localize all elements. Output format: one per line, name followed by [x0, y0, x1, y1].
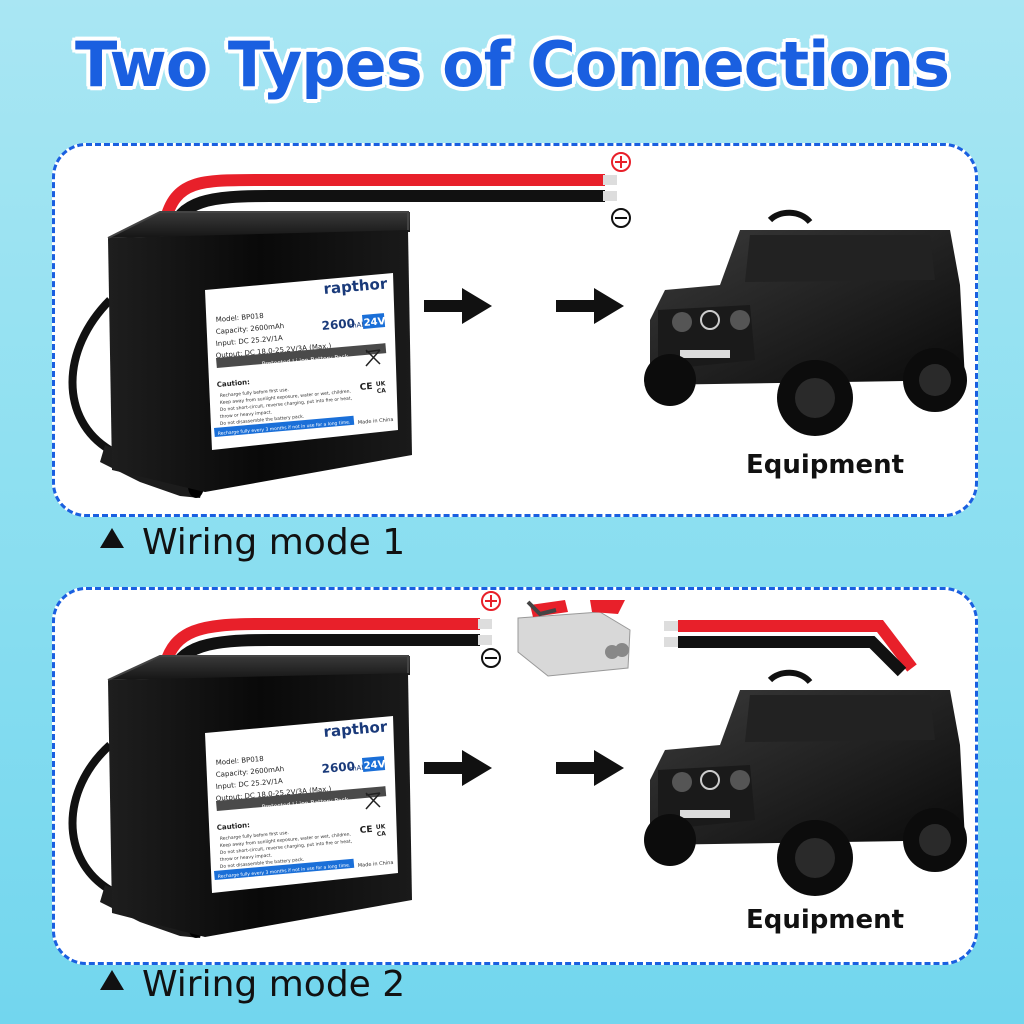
wiring-mode-2-illustration: rapthor Model: BP018 Capacity: 2600mAh I…: [68, 591, 967, 938]
voltage-text: 24V: [363, 316, 386, 329]
caution-title: Caution:: [216, 378, 250, 389]
brand-text: rapthor: [323, 717, 389, 741]
battery-label-1: rapthor Model: BP018 Capacity: 2600mAh I…: [205, 273, 398, 450]
negative-terminal-icon: [481, 648, 501, 668]
positive-terminal-icon: [481, 591, 501, 611]
arrow-icon: [424, 750, 492, 786]
voltage-badge: [362, 756, 386, 772]
ukca-mark: CA: [377, 387, 387, 395]
ce-mark: CE: [359, 382, 373, 393]
weee-bin-icon: [365, 792, 381, 810]
mah-value: 2600: [321, 759, 355, 776]
wiring-mode-1-caption: Wiring mode 1: [100, 522, 405, 563]
caution-title: Caution:: [216, 821, 250, 832]
ce-mark: CE: [359, 825, 373, 836]
brand-text: rapthor: [323, 274, 389, 298]
made-in-text: Made in China: [358, 860, 394, 869]
ukca-mark: UK: [376, 823, 386, 831]
arrow-icon: [556, 750, 624, 786]
wire-connector-icon: [517, 600, 631, 677]
wiring-mode-2-caption: Wiring mode 2: [100, 964, 405, 1005]
wiring-mode-1-illustration: rapthor Model: BP018 Capacity: 2600mAh I…: [68, 152, 967, 498]
caution-line: throw or heavy impact.: [220, 852, 273, 863]
equipment-label: Equipment: [746, 450, 905, 480]
caution-line: throw or heavy impact.: [220, 409, 273, 420]
voltage-badge: [362, 313, 386, 329]
equipment-label: Equipment: [746, 905, 905, 935]
weee-bin-icon: [365, 349, 381, 367]
ride-on-car-icon: [644, 209, 967, 436]
ukca-mark: CA: [377, 830, 387, 838]
ride-on-car-icon: [644, 669, 967, 896]
mah-unit: mAh: [349, 321, 366, 330]
triangle-up-icon: [100, 528, 124, 548]
voltage-text: 24V: [363, 759, 386, 772]
triangle-up-icon: [100, 970, 124, 990]
arrow-icon: [556, 288, 624, 324]
caption-text: Wiring mode 1: [142, 522, 406, 563]
positive-terminal-icon: [611, 152, 631, 172]
ukca-mark: UK: [376, 380, 386, 388]
negative-terminal-icon: [611, 208, 631, 228]
mah-value: 2600: [321, 316, 355, 333]
made-in-text: Made in China: [358, 417, 394, 426]
caption-text: Wiring mode 2: [142, 964, 406, 1005]
mah-unit: mAh: [349, 764, 366, 773]
page-title: Two Types of Connections: [74, 28, 950, 101]
battery-label-2: rapthor Model: BP018 Capacity: 2600mAh I…: [205, 716, 398, 893]
equipment-wires: [664, 620, 917, 677]
arrow-icon: [424, 288, 492, 324]
